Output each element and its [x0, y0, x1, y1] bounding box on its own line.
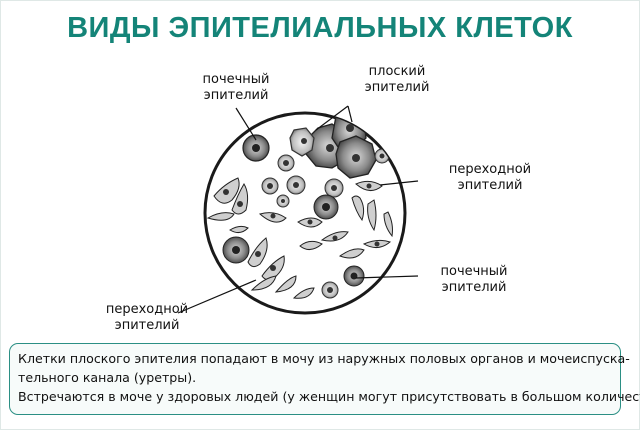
label-transitional-epithelium-right: переходной эпителий [448, 162, 532, 193]
transitional-cell [367, 199, 377, 232]
transitional-cell [229, 225, 249, 234]
transitional-cell [274, 275, 297, 293]
transitional-cell [383, 211, 393, 238]
label-renal-epithelium-right: почечный эпителий [440, 264, 508, 295]
transitional-cell [292, 287, 315, 299]
transitional-cell [299, 240, 323, 250]
label-transitional-epithelium-bottom: переходной эпителий [105, 302, 189, 333]
note-line: Встречаются в моче у здоровых людей (у ж… [18, 389, 640, 404]
transitional-cell [231, 183, 249, 215]
transitional-cell [206, 212, 235, 221]
label-renal-epithelium-top: почечный эпителий [202, 72, 270, 103]
info-note: Клетки плоского эпителия попадают в мочу… [9, 343, 640, 415]
transitional-cell [250, 275, 277, 291]
note-line: тельного канала (уретры). [18, 370, 197, 385]
transitional-cell [338, 248, 365, 259]
note-line: Клетки плоского эпителия попадают в мочу… [18, 351, 630, 366]
transitional-cell [351, 195, 365, 222]
pointer-lines [177, 105, 419, 314]
label-squamous-epithelium: плоский эпителий [364, 64, 430, 95]
page-title: ВИДЫ ЭПИТЕЛИАЛЬНЫХ КЛЕТОК [67, 12, 573, 44]
